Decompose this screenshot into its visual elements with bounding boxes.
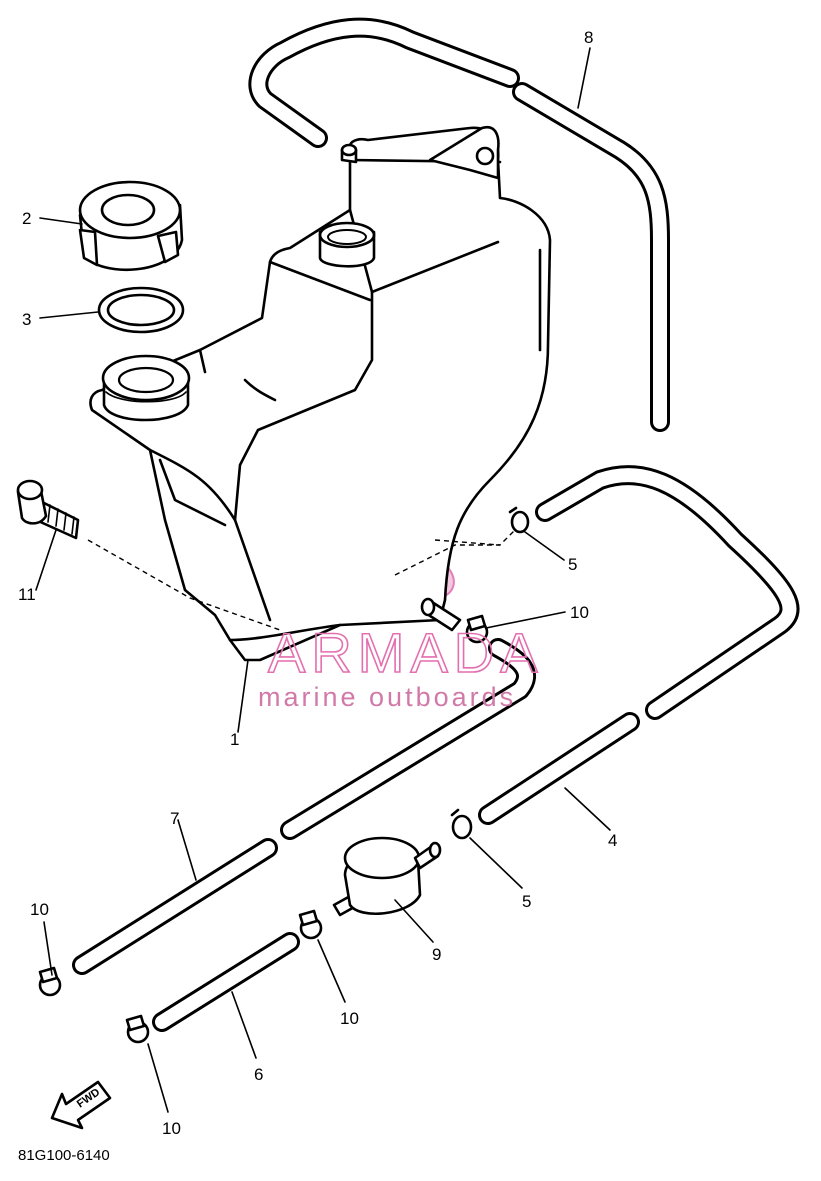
callout-10-middle: 10 [340, 1009, 359, 1028]
hose-6 [152, 932, 300, 1032]
callout-5-upper: 5 [568, 555, 577, 574]
callout-3: 3 [22, 310, 31, 329]
watermark-subtitle: marine outboards [258, 682, 516, 712]
leader-lines [35, 47, 611, 1113]
hose-4 [478, 465, 800, 825]
filter-9 [332, 836, 442, 917]
callout-9: 9 [432, 945, 441, 964]
callout-10-left-upper: 10 [30, 900, 49, 919]
hose-outlet [280, 638, 536, 840]
callout-11: 11 [18, 585, 36, 604]
oil-tank [89, 125, 552, 662]
clamp-10-left-lower [125, 1014, 150, 1044]
callout-10-right: 10 [570, 603, 589, 622]
fwd-arrow-icon: FWD [50, 1080, 112, 1130]
callout-2: 2 [22, 209, 31, 228]
clamp-10-middle [298, 909, 323, 940]
clamp-10-right [465, 614, 489, 644]
drawing-code: 81G100-6140 [18, 1147, 110, 1164]
gasket-3 [97, 286, 185, 334]
hose-8 [248, 17, 670, 432]
callout-6: 6 [254, 1065, 263, 1084]
cap-2 [78, 180, 184, 272]
hose-7 [72, 838, 278, 975]
clamp-10-left-upper [38, 966, 62, 997]
clip-5-upper [508, 506, 530, 534]
callout-8: 8 [584, 28, 593, 47]
callout-7: 7 [170, 809, 179, 828]
clip-5-lower [450, 808, 473, 840]
callout-1: 1 [230, 730, 239, 749]
callout-5-lower: 5 [522, 892, 531, 911]
watermark-title: ARMADA [268, 621, 544, 684]
callout-10-left-lower: 10 [162, 1119, 181, 1138]
callout-4: 4 [608, 831, 617, 850]
bolt-11 [16, 479, 80, 540]
